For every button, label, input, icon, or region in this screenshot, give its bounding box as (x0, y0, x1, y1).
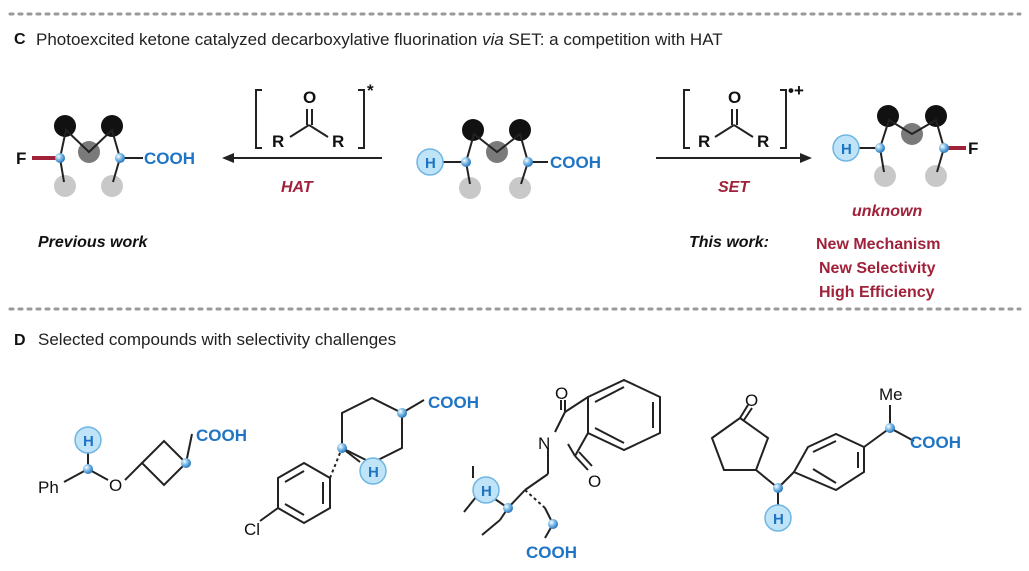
r-group: R (698, 132, 710, 151)
hydrogen-atom: H (481, 483, 492, 500)
hydrogen-atom: H (83, 433, 94, 450)
section-d-letter: D (14, 332, 26, 349)
hydrogen-atom: H (773, 511, 784, 528)
bullet-new-mechanism: New Mechanism (816, 236, 940, 253)
h-highlight (832, 134, 860, 162)
cooh-group: COOH (550, 153, 601, 172)
h-highlight (74, 426, 102, 454)
sphere-light (101, 175, 123, 197)
bullet-new-selectivity: New Selectivity (819, 260, 936, 277)
h-highlight (359, 457, 387, 485)
carbon-ball (115, 153, 125, 163)
section-c-letter: C (14, 31, 26, 48)
hydrogen-atom: H (368, 464, 379, 481)
section-d-title: Selected compounds with selectivity chal… (38, 330, 396, 349)
chlorine-atom: Cl (244, 520, 260, 539)
set-arrow: SET (656, 153, 812, 196)
r-group: R (272, 132, 284, 151)
sphere-light (874, 165, 896, 187)
radical-cation-ketone: O R R •+ (683, 81, 804, 151)
methyl-group: Me (879, 385, 903, 404)
compound-4 (710, 404, 915, 505)
carbon-ball (55, 153, 65, 163)
r-group: R (332, 132, 344, 151)
cooh-group: COOH (428, 393, 479, 412)
h-highlight (764, 504, 792, 532)
previous-work-label: Previous work (38, 234, 148, 251)
compound-1-labels: H Ph O COOH (38, 426, 247, 497)
sphere-black (925, 105, 947, 127)
fluorine-atom: F (968, 139, 978, 158)
cooh-group: COOH (910, 433, 961, 452)
sphere-light (54, 175, 76, 197)
sphere-black (509, 119, 531, 141)
sphere-light (509, 177, 531, 199)
hydrogen-atom: H (425, 155, 436, 172)
bullet-high-efficiency: High Efficiency (819, 284, 935, 301)
sphere-black (54, 115, 76, 137)
oxygen-atom: O (303, 88, 316, 107)
carbonyl-oxygen: O (588, 472, 601, 491)
substrate: H COOH (416, 119, 601, 199)
sphere-black (101, 115, 123, 137)
phenyl-group: Ph (38, 478, 59, 497)
hat-arrow: HAT (222, 153, 382, 196)
r-group: R (757, 132, 769, 151)
h-highlight (416, 148, 444, 176)
sphere-light (925, 165, 947, 187)
carbonyl-oxygen: O (555, 384, 568, 403)
hydrogen-atom: H (841, 141, 852, 158)
compound-3-labels: O N O H COOH (472, 384, 601, 562)
oxygen-atom: O (728, 88, 741, 107)
compound-3 (463, 378, 661, 539)
sphere-light (459, 177, 481, 199)
h-highlight (472, 476, 500, 504)
bond-path (59, 128, 121, 159)
this-work-label: This work: (689, 234, 769, 251)
hat-label: HAT (281, 179, 314, 196)
cooh-group: COOH (144, 149, 195, 168)
fluorine-atom: F (16, 149, 26, 168)
ketone-oxygen: O (745, 391, 758, 410)
section-c-title: Photoexcited ketone catalyzed decarboxyl… (36, 30, 723, 49)
previous-product: F COOH (16, 115, 195, 197)
compound-4-labels: O Me COOH H (745, 385, 961, 532)
compound-2-labels: H COOH Cl (244, 393, 479, 539)
excited-star: * (367, 81, 374, 100)
triplet-ketone: O R R * (255, 81, 374, 151)
set-label: SET (718, 179, 750, 196)
imide-nitrogen: N (538, 434, 550, 453)
ether-oxygen: O (109, 476, 122, 495)
radical-cation-mark: •+ (788, 81, 804, 100)
unknown-label: unknown (852, 203, 922, 220)
sphere-black (462, 119, 484, 141)
new-product: H F (832, 105, 978, 187)
cooh-group: COOH (196, 426, 247, 445)
cooh-group: COOH (526, 543, 577, 562)
sphere-black (877, 105, 899, 127)
